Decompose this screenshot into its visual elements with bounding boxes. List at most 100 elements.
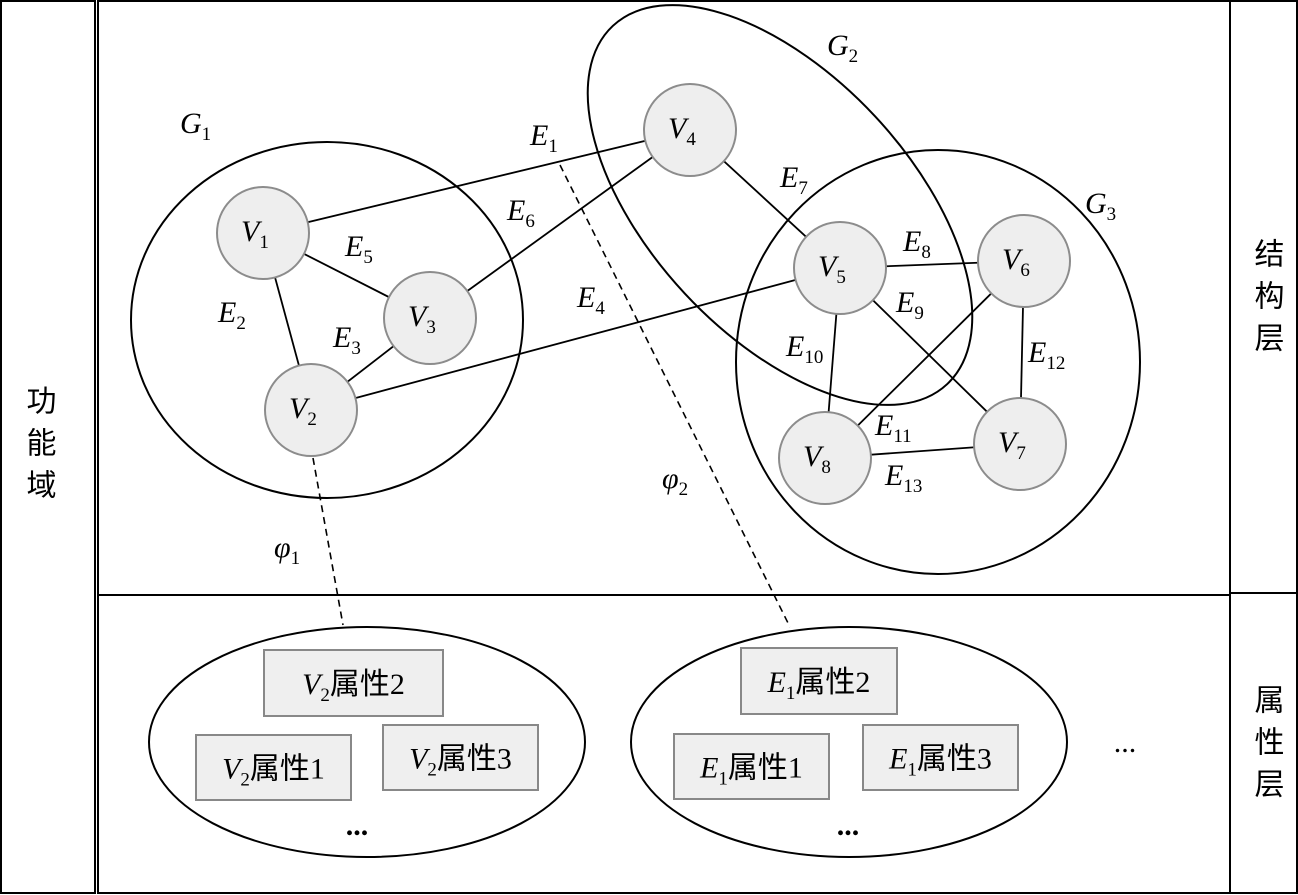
- attribute-box: [263, 649, 444, 717]
- attribute-owner-letter: E: [767, 666, 786, 699]
- node-v8: [778, 411, 872, 505]
- edge-label-e4: E4: [576, 281, 605, 319]
- edge-label-e1-subscript: 1: [548, 136, 558, 157]
- edge-label-e5-letter: E: [344, 230, 363, 263]
- node-v1: [216, 186, 310, 280]
- attribute-owner-subscript: 1: [786, 683, 796, 704]
- attribute-box: [673, 733, 830, 800]
- edge-label-e11-subscript: 11: [893, 426, 911, 447]
- edge-label-e9-subscript: 9: [914, 303, 924, 324]
- edge-label-e3-subscript: 3: [351, 338, 361, 359]
- node-label-v5-subscript: 5: [836, 267, 846, 288]
- attribute-label: E1属性2: [767, 666, 871, 704]
- attribute-box: [195, 734, 352, 801]
- edge-label-e13: E13: [884, 459, 922, 497]
- attribute-name: 属性1: [250, 753, 325, 786]
- edge-e1: [262, 129, 691, 234]
- node-v3: [383, 271, 477, 365]
- edge-label-e5-subscript: 5: [363, 247, 373, 268]
- attribute-name: 属性2: [330, 668, 405, 701]
- edge-label-e6: E6: [506, 194, 535, 232]
- edge-label-e7-subscript: 7: [798, 178, 808, 199]
- attribute-set-e1attrs: [630, 626, 1068, 858]
- attribute-more-ellipsis: ...: [346, 809, 369, 842]
- attribute-box: [740, 647, 898, 715]
- attribute-box: [862, 724, 1019, 791]
- node-label-v4: V4: [668, 112, 696, 150]
- node-label-v6: V6: [1002, 243, 1030, 281]
- edge-label-e10: E10: [785, 330, 823, 368]
- node-label-v3: V3: [408, 300, 436, 338]
- attribute-owner-letter: E: [888, 743, 907, 776]
- node-label-v3-subscript: 3: [426, 317, 436, 338]
- mapping-phi2-line: [559, 164, 791, 628]
- node-v2: [264, 363, 358, 457]
- edge-label-e11: E11: [874, 409, 912, 447]
- attribute-label: E1属性3: [888, 743, 992, 781]
- edge-label-e12-letter: E: [1027, 336, 1046, 369]
- node-label-v7-subscript: 7: [1016, 443, 1026, 464]
- node-label-v7-letter: V: [998, 426, 1020, 459]
- node-v6: [977, 214, 1071, 308]
- edge-label-e1-letter: E: [529, 119, 548, 152]
- mapping-label-phi1: φ1: [274, 531, 300, 569]
- mapping-label-phi1-subscript: 1: [291, 548, 301, 569]
- attribute-owner-letter: E: [699, 752, 718, 785]
- attribute-name: 属性3: [917, 743, 992, 776]
- node-label-v7: V7: [998, 426, 1026, 464]
- attribute-set-v2attrs: [148, 626, 586, 858]
- attribute-box: [382, 724, 539, 791]
- attribute-label: V2属性1: [222, 753, 325, 791]
- attribute-name: 属性2: [795, 666, 870, 699]
- group-label-g2-subscript: 2: [849, 46, 859, 67]
- more-sets-ellipsis: ...: [1114, 726, 1137, 759]
- node-label-v2-letter: V: [289, 392, 311, 425]
- attribute-owner-letter: V: [409, 743, 431, 776]
- node-label-v1: V1: [241, 215, 269, 253]
- attribute-owner-subscript: 2: [240, 770, 250, 791]
- edge-label-e13-subscript: 13: [903, 476, 922, 497]
- edge-label-e10-letter: E: [785, 330, 804, 363]
- mapping-label-phi2: φ2: [662, 462, 688, 500]
- mapping-label-phi2-letter: φ: [662, 462, 679, 495]
- edge-label-e5: E5: [344, 230, 373, 268]
- node-label-v1-subscript: 1: [259, 232, 269, 253]
- edge-label-e9: E9: [895, 286, 924, 324]
- attribute-label: V2属性2: [302, 668, 405, 706]
- mapping-label-phi2-subscript: 2: [679, 479, 689, 500]
- edge-label-e3: E3: [332, 321, 361, 359]
- edge-label-e6-subscript: 6: [525, 211, 535, 232]
- node-label-v8: V8: [803, 440, 831, 478]
- node-label-v5: V5: [818, 250, 846, 288]
- group-label-g3-subscript: 3: [1107, 204, 1117, 225]
- attribute-owner-letter: V: [302, 668, 324, 701]
- mapping-label-phi1-letter: φ: [274, 531, 291, 564]
- edge-e6: [429, 129, 691, 319]
- attribute-label: E1属性1: [699, 752, 803, 790]
- group-label-g1-subscript: 1: [202, 124, 212, 145]
- attribute-owner-letter: V: [222, 753, 244, 786]
- edge-label-e11-letter: E: [874, 409, 893, 442]
- mapping-phi1-line: [312, 457, 344, 626]
- group-label-g3-letter: G: [1085, 187, 1107, 220]
- edge-label-e4-letter: E: [576, 281, 595, 314]
- node-label-v2-subscript: 2: [307, 409, 317, 430]
- attribute-owner-subscript: 1: [718, 769, 728, 790]
- edge-label-e9-letter: E: [895, 286, 914, 319]
- edge-label-e7-letter: E: [779, 161, 798, 194]
- edge-label-e2: E2: [217, 296, 246, 334]
- group-g2-boundary: [586, 4, 974, 406]
- node-label-v4-subscript: 4: [686, 129, 696, 150]
- attribute-layer-column: [1229, 592, 1298, 894]
- group-g1-boundary: [130, 141, 524, 499]
- edge-e4: [310, 267, 841, 411]
- edge-label-e8-letter: E: [902, 225, 921, 258]
- node-label-v5-letter: V: [818, 250, 840, 283]
- functional-domain-column: [0, 0, 96, 894]
- edge-label-e2-subscript: 2: [236, 313, 246, 334]
- attribute-more-ellipsis: ...: [837, 809, 860, 842]
- attribute-name: 属性3: [437, 743, 512, 776]
- edge-label-e8: E8: [902, 225, 931, 263]
- group-g3-boundary: [735, 149, 1141, 575]
- edge-label-e3-letter: E: [332, 321, 351, 354]
